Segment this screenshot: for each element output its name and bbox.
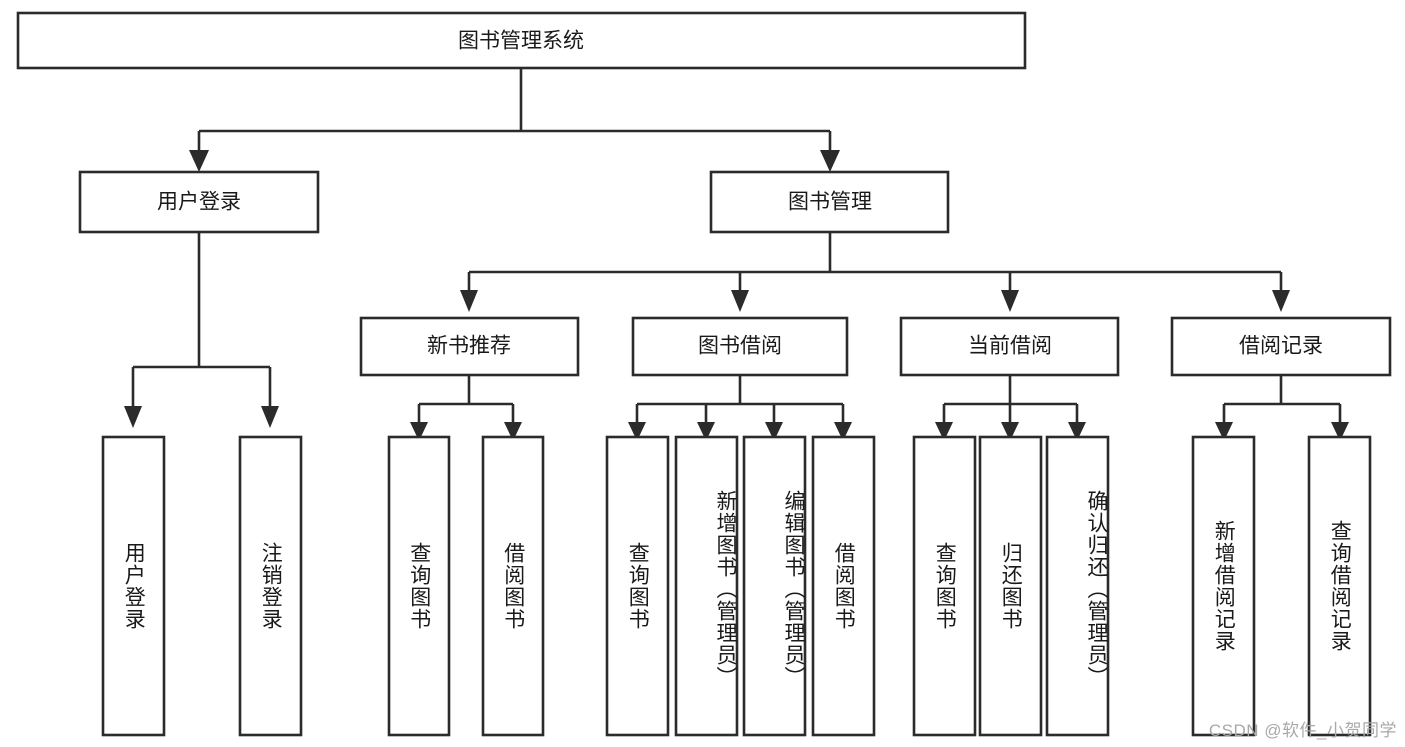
arrow-icon-userlogin-leaf-2 [261, 406, 279, 428]
node-user-login[interactable] [78, 170, 320, 234]
arrow-icon-current-leaf-3 [1068, 422, 1086, 441]
node-root-book-management-system[interactable] [16, 11, 1027, 70]
arrow-icon-bookmgmt-borrow [731, 290, 749, 312]
arrow-icon-current-leaf-1 [935, 422, 953, 441]
arrowhead-layer [124, 150, 1349, 441]
node-book-management[interactable] [709, 170, 950, 234]
arrow-icon-current-leaf-2 [1001, 422, 1019, 441]
node-leaf-newbook-borrow-book[interactable] [481, 435, 545, 737]
node-layer: 图书管理系统 用户登录 图书管理 新书推荐 图书借阅 当前借阅 借阅记录 [16, 11, 1392, 737]
arrow-icon-newbook-leaf-2 [504, 422, 522, 441]
node-leaf-current-return-book[interactable] [978, 435, 1043, 737]
arrow-icon-record-leaf-2 [1331, 422, 1349, 441]
node-leaf-borrow-query-book[interactable] [605, 435, 670, 737]
connector-layer [131, 68, 1342, 422]
node-leaf-user-login-logout[interactable] [238, 435, 303, 737]
arrow-icon-borrow-leaf-2 [697, 422, 715, 441]
arrow-icon-borrow-leaf-3 [765, 422, 783, 441]
node-leaf-borrow-add-book-admin[interactable] [674, 435, 739, 737]
arrow-icon-bookmgmt-current [1001, 290, 1019, 312]
arrow-icon-borrow-leaf-1 [628, 422, 646, 441]
node-leaf-current-query-book[interactable] [912, 435, 977, 737]
node-new-book-recommend-label: 新书推荐 [427, 335, 511, 358]
node-book-borrow-label: 图书借阅 [698, 335, 782, 358]
arrow-icon-userlogin-leaf-1 [124, 406, 142, 428]
node-current-borrow-label: 当前借阅 [968, 335, 1052, 358]
arrow-icon-bookmgmt-newbook [460, 290, 478, 312]
arrow-icon-record-leaf-1 [1215, 422, 1233, 441]
node-leaf-user-login-login[interactable] [101, 435, 166, 737]
node-user-login-label: 用户登录 [157, 191, 241, 214]
node-current-borrow[interactable] [899, 316, 1120, 377]
node-leaf-newbook-query-book[interactable] [387, 435, 451, 737]
node-borrow-record-label: 借阅记录 [1239, 335, 1323, 358]
node-borrow-record[interactable] [1170, 316, 1392, 377]
node-book-borrow[interactable] [631, 316, 849, 377]
arrow-icon-root-book-mgmt [820, 150, 840, 172]
node-leaf-borrow-edit-book-admin[interactable] [742, 435, 807, 737]
node-root-label: 图书管理系统 [458, 30, 584, 53]
node-leaf-current-confirm-return-admin[interactable] [1045, 435, 1110, 737]
node-book-management-label: 图书管理 [788, 191, 872, 214]
watermark-text: CSDN @软件_小贺同学 [1208, 721, 1397, 740]
arrow-icon-bookmgmt-record [1272, 290, 1290, 312]
node-leaf-record-query-record[interactable] [1307, 435, 1372, 737]
node-leaf-borrow-borrow-book[interactable] [811, 435, 876, 737]
arrow-icon-root-user-login [189, 150, 209, 172]
arrow-icon-borrow-leaf-4 [834, 422, 852, 441]
node-leaf-record-add-record[interactable] [1191, 435, 1256, 737]
arrow-icon-newbook-leaf-1 [410, 422, 428, 441]
node-new-book-recommend[interactable] [359, 316, 580, 377]
